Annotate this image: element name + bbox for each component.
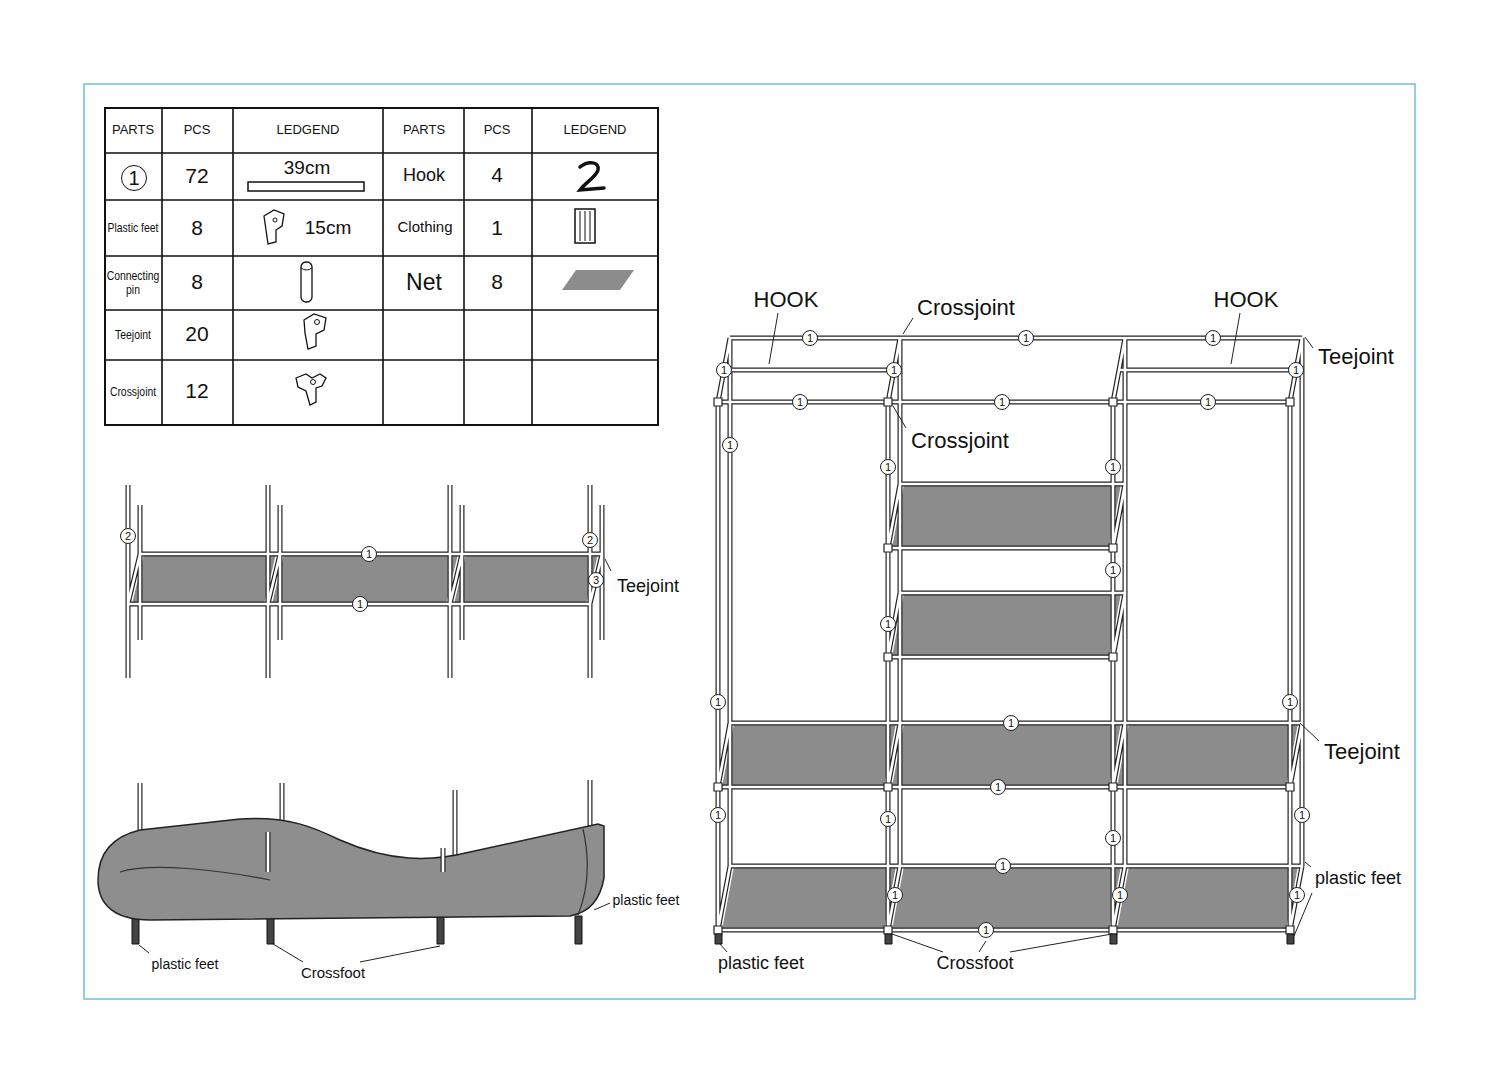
crossjoint-icon [296,374,326,405]
callout-number: 1 [1112,887,1128,903]
teejoint-icon [304,314,326,349]
part-label: Teejoint [1324,739,1400,764]
plastic-foot [715,934,1294,944]
frame-tube [718,338,1302,930]
callout-number: 1 [121,165,147,191]
callout-number: 1 [1289,887,1305,903]
table-cell: 4 [491,163,503,187]
callout-number: 1 [1003,715,1019,731]
table-cell: 8 [491,270,503,294]
pin-icon-rim [301,268,312,270]
callout-number: 1 [886,362,902,378]
callout-number: 1 [1200,394,1216,410]
teejoint-icon-hole [315,320,320,325]
callout-number: 1 [994,394,1010,410]
callout-number: 1 [710,807,726,823]
part-label: Crossfoot [301,964,365,981]
table-cell: 8 [191,216,203,240]
callout-number: 1 [1205,330,1221,346]
frame-tube-inner [718,338,1302,930]
dimension: 15cm [305,217,351,239]
net-icon [562,270,634,290]
clothing-icon [575,209,595,243]
part-label: Teejoint [1318,344,1394,369]
table-cell: Hook [403,165,445,186]
table-header: PARTS [112,123,154,138]
page-frame [84,84,1415,999]
part-label: HOOK [1214,287,1279,312]
fabric-cover [98,819,604,920]
part-label: plastic feet [1315,868,1401,889]
part-label: HOOK [754,287,819,312]
part-label: plastic feet [613,892,680,908]
table-header: LEDGEND [564,123,627,138]
callout-number: 3 [588,572,604,588]
callout-number: 1 [1105,562,1121,578]
frame-tube [128,485,602,678]
table-cell: Plastic feet [105,221,161,235]
table-cell: 1 [491,216,503,240]
table-header: LEDGEND [277,123,340,138]
callout-number: 1 [880,811,896,827]
table-cell: 8 [191,270,203,294]
part-label: Teejoint [617,576,679,597]
callout-number: 1 [880,616,896,632]
table-cell: Crossjoint [105,385,161,399]
table-header: PCS [484,123,511,138]
foot-icon [264,210,284,244]
foot-icon-hole [273,218,277,222]
table-cell: 20 [185,322,208,346]
table-grid [105,108,658,425]
shelf-net [722,484,1298,930]
crossjoint-icon-hole [311,380,316,385]
callout-number: 1 [978,922,994,938]
callout-number: 1 [880,459,896,475]
table-cell: Connecting pin [105,269,161,298]
clothing-icon-lines [580,211,590,241]
table-header: PARTS [403,123,445,138]
callout-number: 1 [887,887,903,903]
dimension: 39cm [284,157,330,179]
table-cell: 12 [185,379,208,403]
callout-number: 1 [361,546,377,562]
callout-number: 1 [1282,694,1298,710]
callout-number: 1 [722,437,738,453]
part-label: Crossjoint [911,428,1009,453]
part-label: Crossjoint [917,295,1015,320]
table-cell: Net [406,269,442,295]
callout-number: 1 [990,779,1006,795]
shelf-net [132,554,598,604]
callout-number: 1 [995,858,1011,874]
callout-number: 2 [582,532,598,548]
callout-number: 1 [352,596,368,612]
callout-number: 2 [120,528,136,544]
frame-tube-inner [268,832,443,872]
callout-number: 1 [1018,330,1034,346]
pin-icon [301,262,312,302]
table-header: PCS [184,123,211,138]
frame-tube-inner [128,485,602,678]
table-cell: Clothing [397,218,452,235]
callout-number: 1 [1105,830,1121,846]
tube-icon [248,182,364,191]
callout-number: 1 [1105,459,1121,475]
callout-number: 1 [802,330,818,346]
table-cell: 72 [185,164,208,188]
table-border [105,108,658,425]
callout-number: 1 [1294,807,1310,823]
callout-number: 1 [1288,362,1304,378]
part-label: plastic feet [152,956,219,972]
hook-icon [580,163,604,190]
joint [714,398,1294,934]
callout-number: 1 [710,694,726,710]
leader-line [139,313,1319,962]
frame-tube [268,832,443,872]
table-cell: Teejoint [105,328,161,342]
cover-fold [120,829,587,915]
part-label: plastic feet [718,953,804,974]
part-label: Crossfoot [936,953,1013,974]
callout-number: 1 [792,394,808,410]
callout-number: 1 [716,362,732,378]
